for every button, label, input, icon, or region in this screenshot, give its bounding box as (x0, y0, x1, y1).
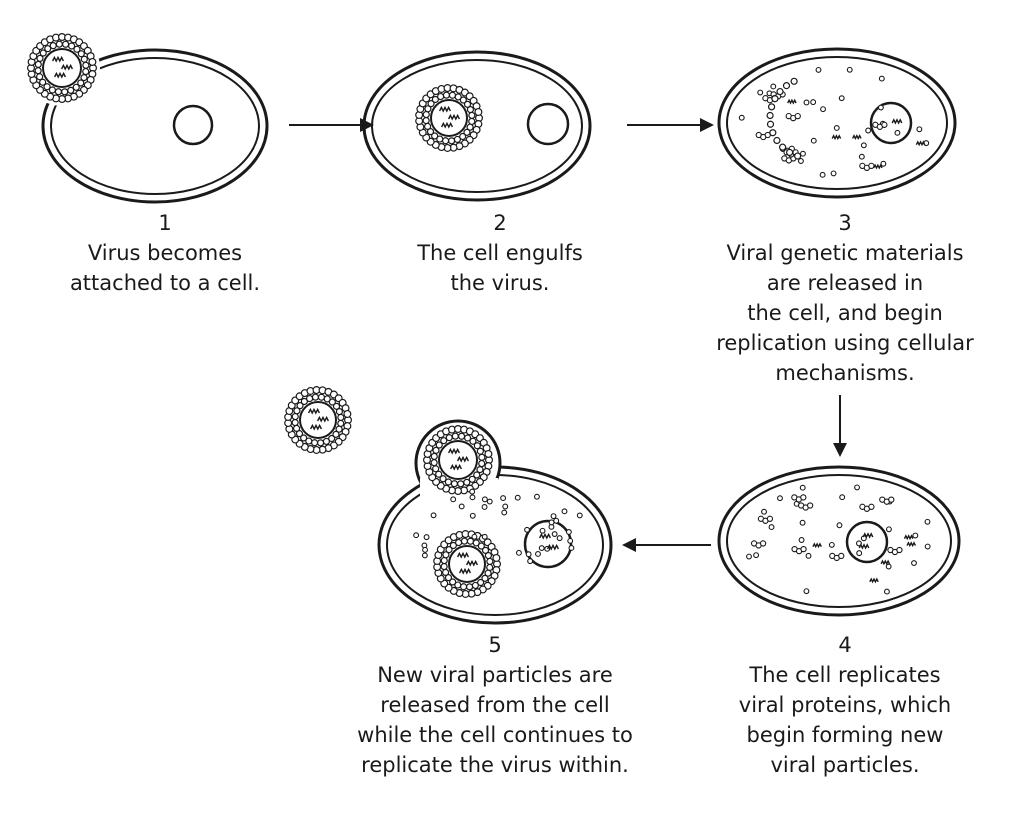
step-4-caption: 4 The cell replicates viral proteins, wh… (700, 630, 990, 780)
arrow-1-to-2 (289, 118, 374, 132)
step-5-caption: 5 New viral particles are released from … (330, 630, 660, 780)
caption-line: begin forming new (746, 723, 944, 747)
caption-line: are released in (766, 271, 924, 295)
nucleus-icon (845, 520, 889, 564)
caption-line: Viral genetic materials (726, 241, 964, 265)
stage-3-cell (717, 47, 957, 199)
cytoplasm-particles (413, 488, 583, 565)
nucleus-icon (526, 102, 570, 146)
caption-line: replication using cellular (716, 331, 974, 355)
caption-line: mechanisms. (775, 361, 915, 385)
step-number: 5 (488, 633, 502, 657)
nucleus-icon (869, 101, 913, 145)
caption-line: Virus becomes (87, 241, 243, 265)
stage-1-cell (41, 48, 269, 204)
caption-line: New viral particles are (377, 663, 613, 687)
stage-2-cell (362, 50, 592, 202)
caption-line: while the cell continues to (357, 723, 633, 747)
virus-particle-icon (27, 32, 97, 103)
caption-line: attached to a cell. (69, 271, 261, 295)
caption-line: The cell replicates (749, 663, 941, 687)
stage-1-virus (24, 30, 100, 106)
cytoplasm-particles (738, 66, 930, 178)
arrow-2-to-3 (627, 118, 714, 132)
budding-virus (423, 425, 494, 496)
arrow-4-to-5 (622, 538, 711, 552)
caption-line: viral proteins, which (738, 693, 952, 717)
stage-4-cell (717, 465, 961, 617)
inner-virus (433, 530, 502, 598)
step-number: 1 (158, 211, 172, 235)
released-virus (284, 386, 353, 454)
step-number: 4 (838, 633, 852, 657)
caption-line: The cell engulfs (417, 241, 583, 265)
stage-5-cell (377, 419, 613, 625)
caption-line: the cell, and begin (747, 301, 943, 325)
nucleus-icon (172, 104, 214, 146)
caption-line: the virus. (450, 271, 550, 295)
arrow-3-to-4 (833, 395, 847, 457)
step-2-caption: 2 The cell engulfs the virus. (375, 208, 625, 298)
step-3-caption: 3 Viral genetic materials are released i… (690, 208, 1000, 388)
step-number: 3 (838, 211, 852, 235)
step-number: 2 (493, 211, 507, 235)
cytoplasm-particles (746, 484, 931, 595)
caption-line: viral particles. (770, 753, 920, 777)
caption-line: replicate the virus within. (361, 753, 629, 777)
caption-line: released from the cell (380, 693, 610, 717)
step-1-caption: 1 Virus becomes attached to a cell. (40, 208, 290, 298)
engulfed-virus (415, 84, 484, 152)
